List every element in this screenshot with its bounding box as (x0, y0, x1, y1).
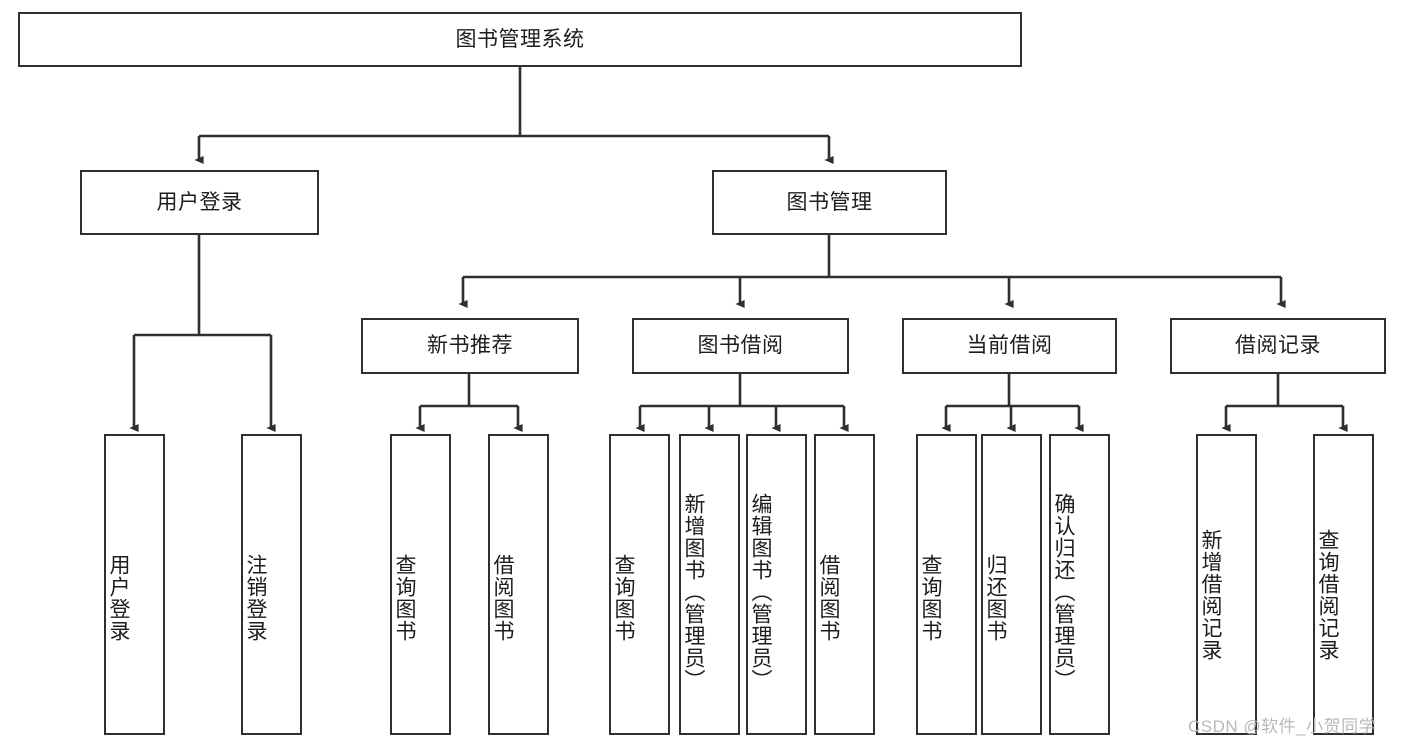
leaf-current-return-book[interactable]: 归还图书 (981, 434, 1042, 735)
leaf-current-query-book[interactable]: 查询图书 (916, 434, 977, 735)
node-label: 图书管理系统 (455, 27, 585, 51)
leaf-record-add-record[interactable]: 新增借阅记录 (1196, 434, 1257, 735)
node-label: 用户登录 (106, 553, 130, 642)
node-label: 借阅图书 (816, 553, 840, 642)
node-user-login[interactable]: 用户登录 (80, 170, 319, 235)
node-label: 查询图书 (611, 553, 635, 642)
node-label: 新增借阅记录 (1198, 528, 1222, 661)
node-label: 图书借阅 (697, 334, 784, 358)
watermark-text: CSDN @软件_小贺同学 (1188, 717, 1377, 736)
node-label: 注销登录 (243, 553, 267, 642)
node-label: 归还图书 (983, 553, 1007, 642)
node-label: 用户登录 (156, 190, 243, 214)
node-label: 图书管理 (786, 190, 873, 214)
leaf-borrow-add-book[interactable]: 新增图书（管理员） (679, 434, 740, 735)
node-label: 查询图书 (918, 553, 942, 642)
node-label: 编辑图书（管理员） (748, 492, 772, 691)
leaf-borrow-query-book[interactable]: 查询图书 (609, 434, 670, 735)
node-book-management[interactable]: 图书管理 (712, 170, 947, 235)
leaf-user-login[interactable]: 用户登录 (104, 434, 165, 735)
node-borrow-record[interactable]: 借阅记录 (1170, 318, 1386, 374)
node-label: 新书推荐 (427, 334, 513, 358)
node-label: 当前借阅 (966, 334, 1053, 358)
leaf-current-confirm-return[interactable]: 确认归还（管理员） (1049, 434, 1110, 735)
node-new-book-recommend[interactable]: 新书推荐 (361, 318, 579, 374)
leaf-recommend-borrow-book[interactable]: 借阅图书 (488, 434, 549, 735)
node-label: 查询借阅记录 (1315, 528, 1339, 661)
node-label: 确认归还（管理员） (1051, 492, 1075, 691)
leaf-recommend-query-book[interactable]: 查询图书 (390, 434, 451, 735)
leaf-record-query-record[interactable]: 查询借阅记录 (1313, 434, 1374, 735)
node-label: 借阅图书 (490, 553, 514, 642)
node-label: 查询图书 (392, 553, 416, 642)
node-root-system[interactable]: 图书管理系统 (18, 12, 1022, 67)
leaf-borrow-borrow-book[interactable]: 借阅图书 (814, 434, 875, 735)
node-label: 借阅记录 (1235, 334, 1321, 358)
node-label: 新增图书（管理员） (681, 492, 705, 691)
node-book-borrow[interactable]: 图书借阅 (632, 318, 849, 374)
leaf-user-logout[interactable]: 注销登录 (241, 434, 302, 735)
leaf-borrow-edit-book[interactable]: 编辑图书（管理员） (746, 434, 807, 735)
node-current-borrow[interactable]: 当前借阅 (902, 318, 1117, 374)
